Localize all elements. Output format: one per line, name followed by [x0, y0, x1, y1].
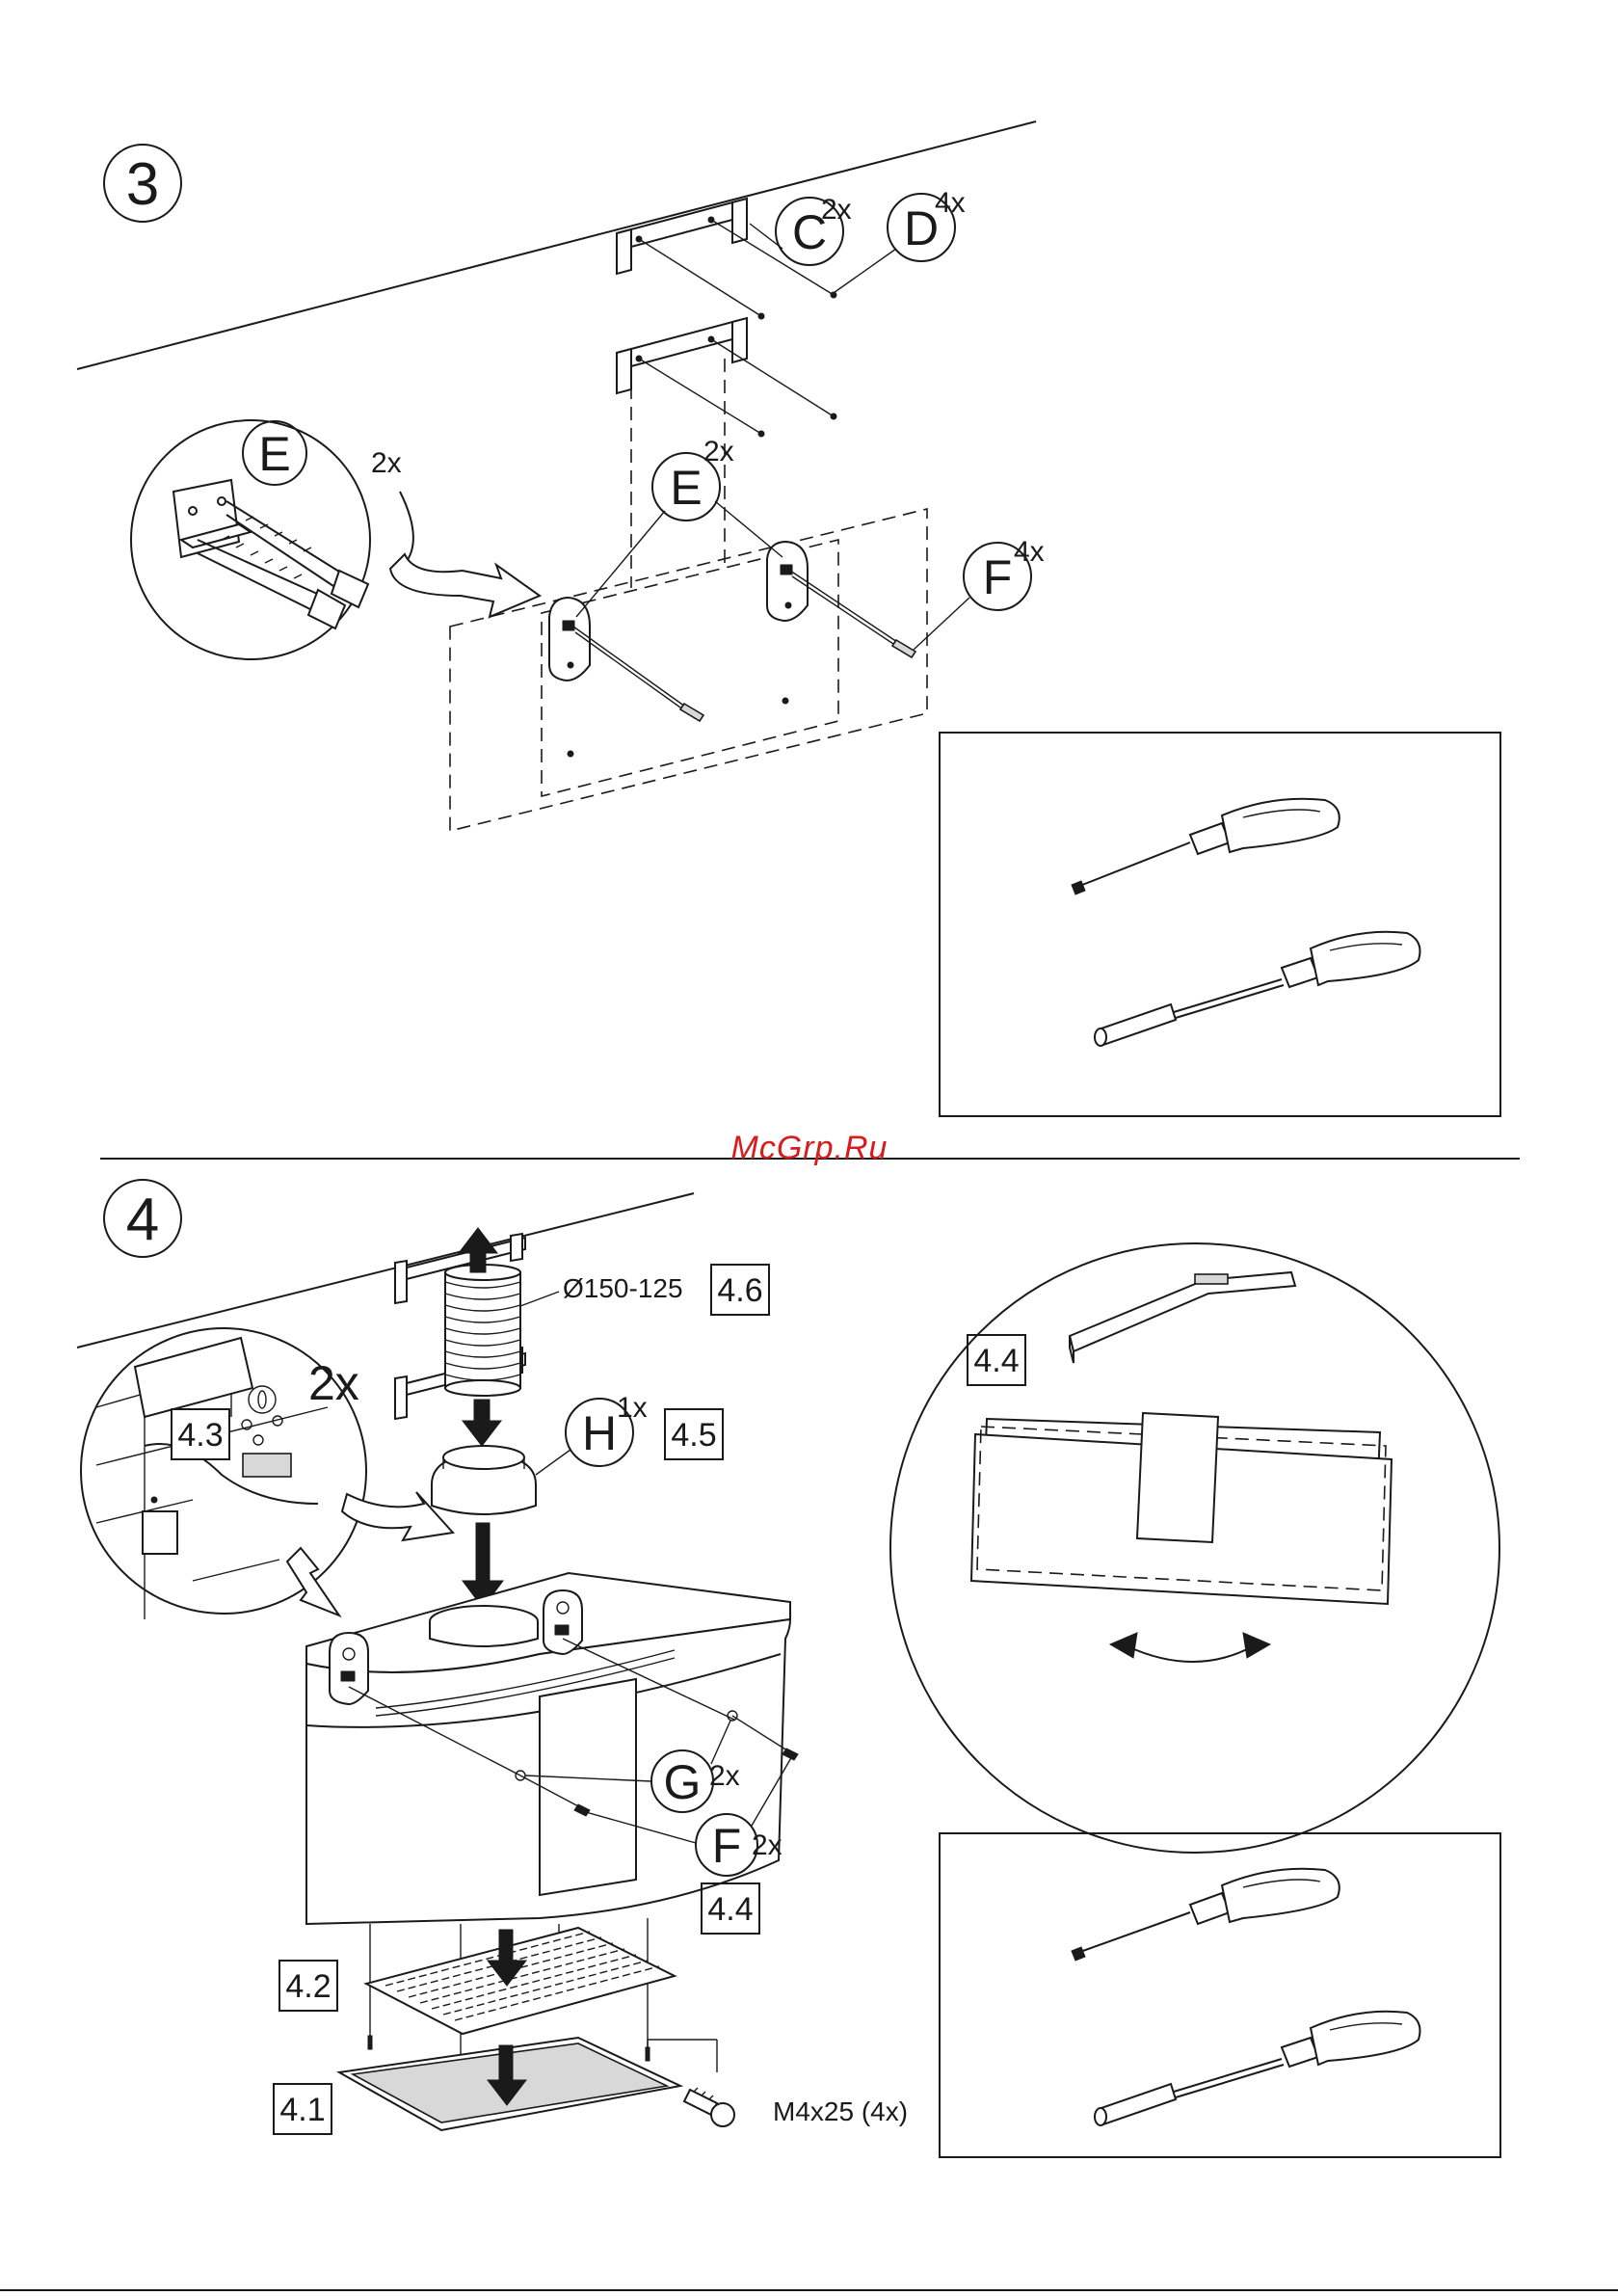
step-3-number: 3: [126, 151, 159, 218]
detail-wall-tiles: [96, 1338, 328, 1619]
duct-size-label: Ø150-125: [563, 1273, 683, 1303]
detail-callout-arrow-down: [287, 1548, 339, 1615]
grease-filter: [366, 1928, 675, 2034]
detail-part-e-qty: 2x: [371, 447, 402, 479]
box-4-4-label: 4.4: [707, 1891, 753, 1928]
box-4-6-label: 4.6: [717, 1272, 762, 1309]
step-3-section: 3 C 2x: [77, 121, 1500, 1116]
tools-panel-step-4: [940, 1833, 1500, 2157]
part-d-label: D: [904, 201, 939, 255]
step-4-section: 4 Ø150-125 4.6: [77, 1180, 1500, 2157]
part-e-qty: 2x: [703, 436, 734, 467]
box-4-1-label: 4.1: [279, 2092, 325, 2128]
part-d-qty: 4x: [935, 187, 966, 219]
hood-mount-plate-right: [767, 542, 808, 621]
flexible-duct: [445, 1265, 520, 1396]
part-h-adapter: [432, 1446, 536, 1514]
tools-panel-step-3: [940, 733, 1500, 1116]
part-e-label: E: [670, 461, 702, 515]
phillips-screwdriver-icon: [1072, 799, 1339, 894]
part-f-qty-step-4: 2x: [752, 1829, 782, 1861]
part-c-qty: 2x: [821, 194, 852, 226]
part-g-qty: 2x: [709, 1760, 740, 1792]
part-f-label-step-4: F: [712, 1819, 742, 1873]
phillips-screwdriver-icon-2: [1072, 1869, 1339, 1961]
part-h-qty: 1x: [617, 1392, 648, 1424]
detail-qty: 2x: [308, 1356, 359, 1410]
watermark: McGrp.Ru: [731, 1130, 889, 1166]
spirit-level-icon: [1070, 1272, 1295, 1363]
step-4-number: 4: [126, 1187, 159, 1253]
part-f-label: F: [983, 550, 1013, 604]
ceiling-line-step-4: [77, 1193, 694, 1348]
ceiling-bracket-lower: [617, 292, 836, 437]
part-h-label: H: [582, 1406, 617, 1460]
screw-label: M4x25 (4x): [773, 2096, 908, 2126]
box-4-2-label: 4.2: [285, 1968, 331, 2005]
part-f-qty: 4x: [1014, 536, 1045, 568]
box-4-3-label: 4.3: [177, 1417, 223, 1454]
box-4-4-detail-label: 4.4: [973, 1343, 1019, 1379]
nut-driver-icon: [1095, 932, 1420, 1046]
nut-driver-icon-2: [1095, 2012, 1420, 2125]
leveling-curved-arrow: [1127, 1646, 1253, 1662]
hood-leveling-diagram: [971, 1413, 1392, 1604]
hood-outline-dashed: [450, 509, 927, 831]
box-4-5-label: 4.5: [671, 1417, 716, 1454]
wall-plate-with-bolts: [173, 480, 368, 628]
detail-part-e-label: E: [258, 427, 290, 481]
arrow-down-icon: [463, 1400, 501, 1446]
part-g-label: G: [664, 1755, 702, 1809]
